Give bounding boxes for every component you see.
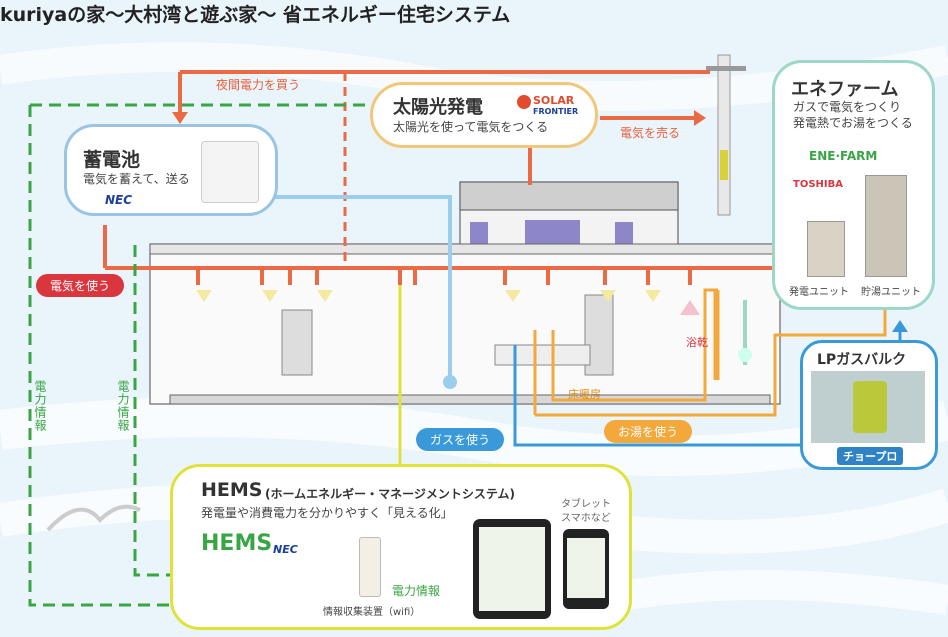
power-info-label-2: 電力情報 bbox=[115, 380, 132, 432]
lpgas-box: LPガスバルク チョープロ bbox=[800, 340, 938, 470]
gas-tank-shape bbox=[853, 381, 887, 433]
lpgas-brand: チョープロ bbox=[837, 447, 903, 465]
use-gas-pill: ガスを使う bbox=[416, 428, 504, 451]
battery-title: 蓄電池 bbox=[83, 145, 140, 172]
enefarm-title: エネファーム bbox=[791, 75, 898, 101]
battery-brand: NEC bbox=[105, 193, 132, 207]
battery-unit-image bbox=[201, 141, 259, 203]
storage-unit-image bbox=[865, 175, 907, 277]
hems-nec-logo: NEC bbox=[273, 543, 298, 556]
solar-title: 太陽光発電 bbox=[393, 93, 483, 119]
hems-box: HEMS (ホームエネルギー・マネージメントシステム) 発電量や消費電力を分かり… bbox=[170, 464, 632, 630]
storage-unit-label: 貯湯ユニット bbox=[861, 283, 921, 298]
hems-title-sub: (ホームエネルギー・マネージメントシステム) bbox=[265, 485, 515, 502]
night-buy-label: 夜間電力を買う bbox=[216, 76, 300, 93]
hems-logo: HEMS bbox=[201, 531, 272, 556]
solar-box: 太陽光発電 太陽光を使って電気をつくる SOLAR FRONTIER bbox=[370, 82, 598, 148]
sun-icon bbox=[517, 95, 531, 109]
smartphone-image bbox=[563, 529, 609, 609]
use-hot-water-pill: お湯を使う bbox=[604, 420, 692, 443]
battery-desc: 電気を蓄えて、送る bbox=[83, 171, 190, 188]
enefarm-desc-2: 発電熱でお湯をつくる bbox=[793, 115, 913, 132]
solar-frontier-logo: SOLAR FRONTIER bbox=[517, 93, 589, 123]
use-electricity-pill: 電気を使う bbox=[36, 274, 124, 297]
power-info-label-3: 電力情報 bbox=[392, 582, 440, 599]
router-image bbox=[359, 537, 381, 597]
lpgas-title: LPガスバルク bbox=[817, 349, 906, 369]
bath-dryer-label: 浴乾 bbox=[686, 334, 708, 350]
floor-heating-label: 床暖房 bbox=[568, 386, 601, 402]
enefarm-box: エネファーム ガスで電気をつくり 発電熱でお湯をつくる ENE·FARM TOS… bbox=[772, 60, 935, 310]
tablet-label-1: タブレット bbox=[561, 495, 611, 510]
enefarm-logo: ENE·FARM bbox=[809, 149, 877, 163]
generator-unit-image bbox=[807, 221, 845, 277]
solar-logo-bottom: FRONTIER bbox=[533, 107, 578, 116]
router-label: 情報収集装置（wifi） bbox=[323, 603, 420, 618]
power-info-label-1: 電力情報 bbox=[32, 380, 49, 432]
hems-title: HEMS bbox=[201, 479, 262, 501]
hems-desc: 発電量や消費電力を分かりやすく「見える化」 bbox=[201, 505, 453, 522]
tablet-label-2: スマホなど bbox=[561, 509, 611, 524]
enefarm-desc-1: ガスで電気をつくり bbox=[793, 99, 901, 116]
toshiba-logo: TOSHIBA bbox=[793, 179, 843, 190]
tablet-image bbox=[473, 519, 551, 619]
solar-logo-top: SOLAR bbox=[533, 94, 574, 107]
generator-unit-label: 発電ユニット bbox=[789, 283, 849, 298]
battery-box: 蓄電池 電気を蓄えて、送る NEC bbox=[64, 124, 278, 216]
sell-power-label: 電気を売る bbox=[620, 124, 680, 141]
